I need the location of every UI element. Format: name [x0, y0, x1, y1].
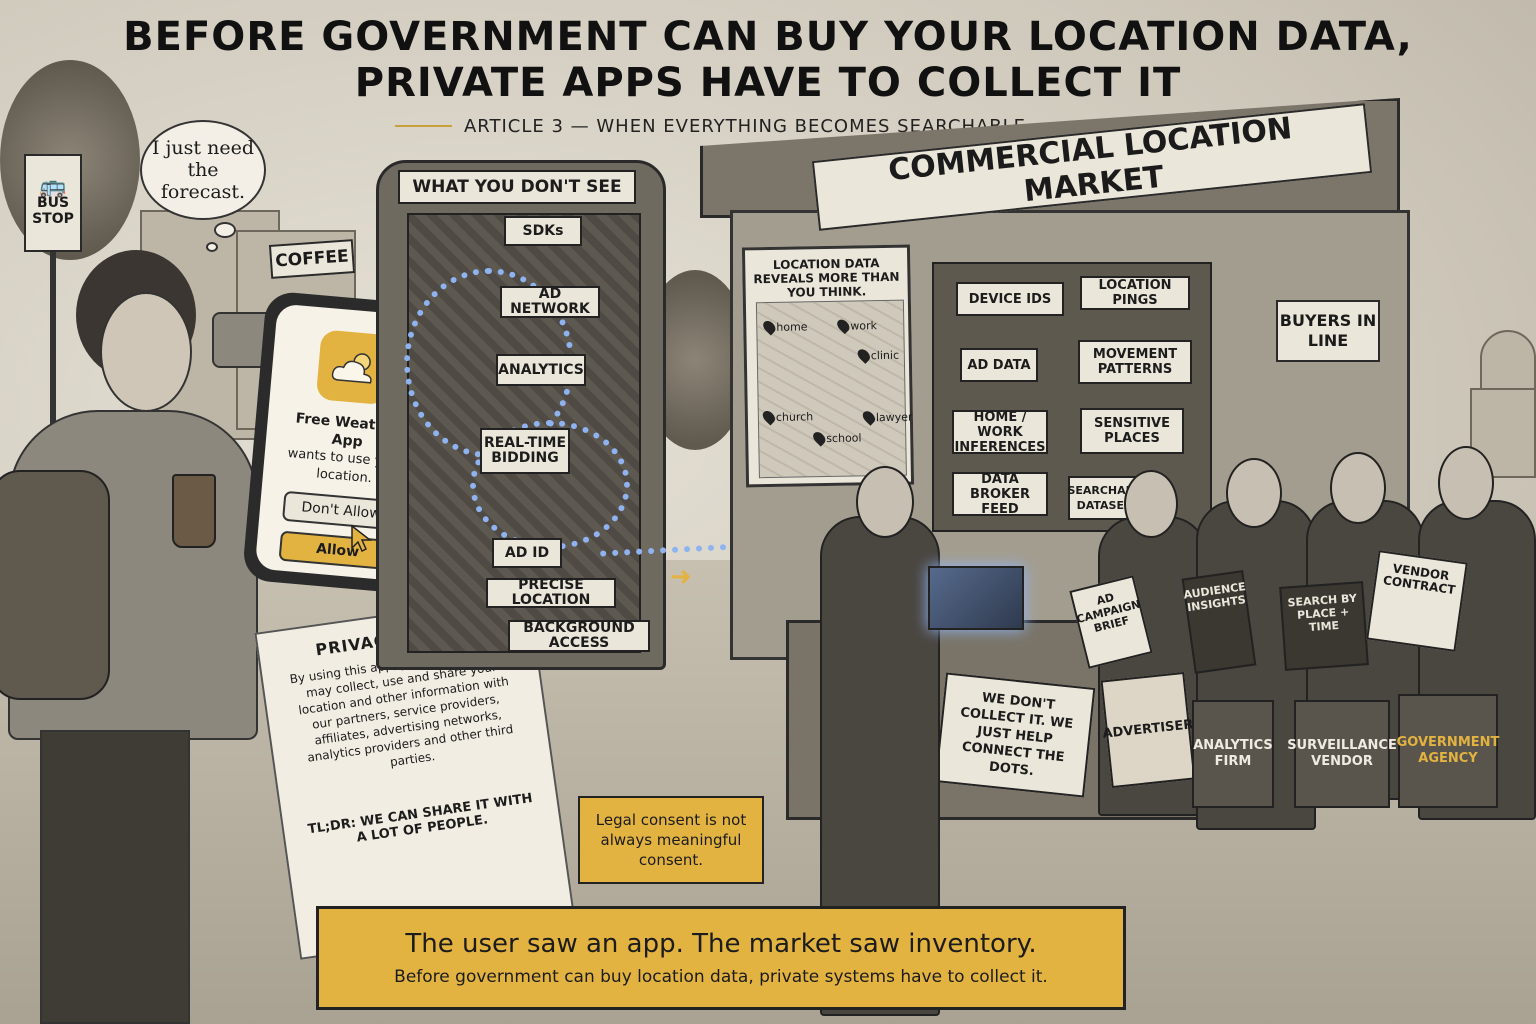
cloud-sun-icon [315, 329, 392, 406]
machine-label-sdks: SDKs [504, 216, 582, 246]
phone: Free Weather App wants to use your locat… [241, 290, 453, 596]
machine-label-analytics: ANALYTICS [496, 354, 586, 386]
bus-stop-label: BUS STOP [32, 195, 74, 227]
page-title-line-1: BEFORE GOVERNMENT CAN BUY YOUR LOCATION … [123, 14, 1413, 60]
bus-stop-pole [50, 250, 56, 450]
page-subtitle: ARTICLE 3 — WHEN EVERYTHING BECOMES SEAR… [463, 115, 1027, 137]
thought-bubble-dot [214, 222, 236, 238]
machine-heading: WHAT YOU DON'T SEE [398, 170, 636, 204]
counter-sign: WE DON'T COLLECT IT. WE JUST HELP CONNEC… [934, 672, 1096, 798]
woman-legs [40, 730, 190, 1024]
shelf-label-ad-data: AD DATA [960, 348, 1038, 382]
banner-main-line: The user saw an app. The market saw inve… [405, 929, 1037, 959]
privacy-policy-tldr: TL;DR: WE CAN SHARE IT WITH A LOT OF PEO… [307, 790, 534, 846]
shelf-label-device-ids: DEVICE IDS [956, 282, 1064, 316]
arrow-right-icon: ➜ [670, 562, 692, 592]
shelf-label-location-pings: LOCATION PINGS [1080, 276, 1190, 310]
machine-label-precise-location: PRECISE LOCATION [486, 578, 616, 608]
buyer-government-agency-head [1438, 446, 1494, 520]
card-audience-insights: AUDIENCE INSIGHTS [1181, 570, 1257, 674]
map-pin-school: school [810, 429, 862, 447]
map-pin-home: home [760, 318, 808, 336]
banner-sub-line: Before government can buy location data,… [394, 967, 1048, 987]
card-search-by-place-time: SEARCH BY PLACE + TIME [1279, 581, 1369, 671]
subtitle-rule-left [395, 125, 452, 127]
buyer-analytics-firm-head [1226, 458, 1282, 528]
consent-note: Legal consent is not always meaningful c… [578, 796, 764, 884]
bag-advertiser: ADVERTISER [1100, 671, 1196, 789]
coffee-cup [172, 474, 216, 548]
backpack [0, 470, 110, 700]
woman-head [100, 292, 192, 412]
capitol-dome [1480, 330, 1536, 390]
machine-label-real-time-bidding: REAL-TIME BIDDING [480, 428, 570, 474]
buyers-in-line-sign: BUYERS IN LINE [1276, 300, 1380, 362]
page-title-line-2: PRIVATE APPS HAVE TO COLLECT IT [354, 60, 1182, 106]
shelf-label-data-broker-feed: DATA BROKER FEED [952, 472, 1048, 517]
glowing-data-cube [928, 566, 1024, 630]
machine-label-ad-id: AD ID [492, 538, 562, 568]
bus-stop-sign: 🚌 BUS STOP [24, 154, 82, 252]
machine-label-background-access: BACKGROUND ACCESS [508, 620, 650, 652]
bag-government-agency: GOVERNMENT AGENCY [1397, 694, 1499, 808]
thought-bubble-dot [206, 242, 218, 252]
bus-icon: 🚌 [39, 174, 67, 199]
phone-screen: Free Weather App wants to use your locat… [254, 303, 440, 583]
shelf-label-sensitive-places: SENSITIVE PLACES [1080, 408, 1184, 454]
data-broker-head [856, 466, 914, 538]
machine-label-ad-network: AD NETWORK [500, 286, 600, 318]
bottom-banner: The user saw an app. The market saw inve… [316, 906, 1126, 1010]
thought-bubble: I just need the forecast. [140, 120, 266, 220]
map-pin-church: church [760, 408, 814, 426]
card-vendor-contract: VENDOR CONTRACT [1366, 550, 1468, 652]
map-pin-work: work [834, 317, 877, 335]
buyer-advertiser-head [1124, 470, 1178, 538]
bag-surveillance-vendor: SURVEILLANCE VENDOR [1287, 700, 1397, 808]
coffee-sign: COFFEE [268, 239, 356, 279]
location-map-board: LOCATION DATA REVEALS MORE THAN YOU THIN… [741, 244, 915, 488]
map-heading: LOCATION DATA REVEALS MORE THAN YOU THIN… [753, 256, 900, 300]
shelf-label-home-work-inferences: HOME / WORK INFERENCES [952, 410, 1048, 455]
map-pin-clinic: clinic [855, 346, 899, 364]
map-pin-lawyer: lawyer [860, 408, 913, 426]
bag-analytics-firm: ANALYTICS FIRM [1192, 700, 1274, 808]
shelf-label-movement-patterns: MOVEMENT PATTERNS [1078, 340, 1192, 384]
cursor-icon [350, 524, 373, 556]
buyer-surveillance-vendor-head [1330, 452, 1386, 524]
